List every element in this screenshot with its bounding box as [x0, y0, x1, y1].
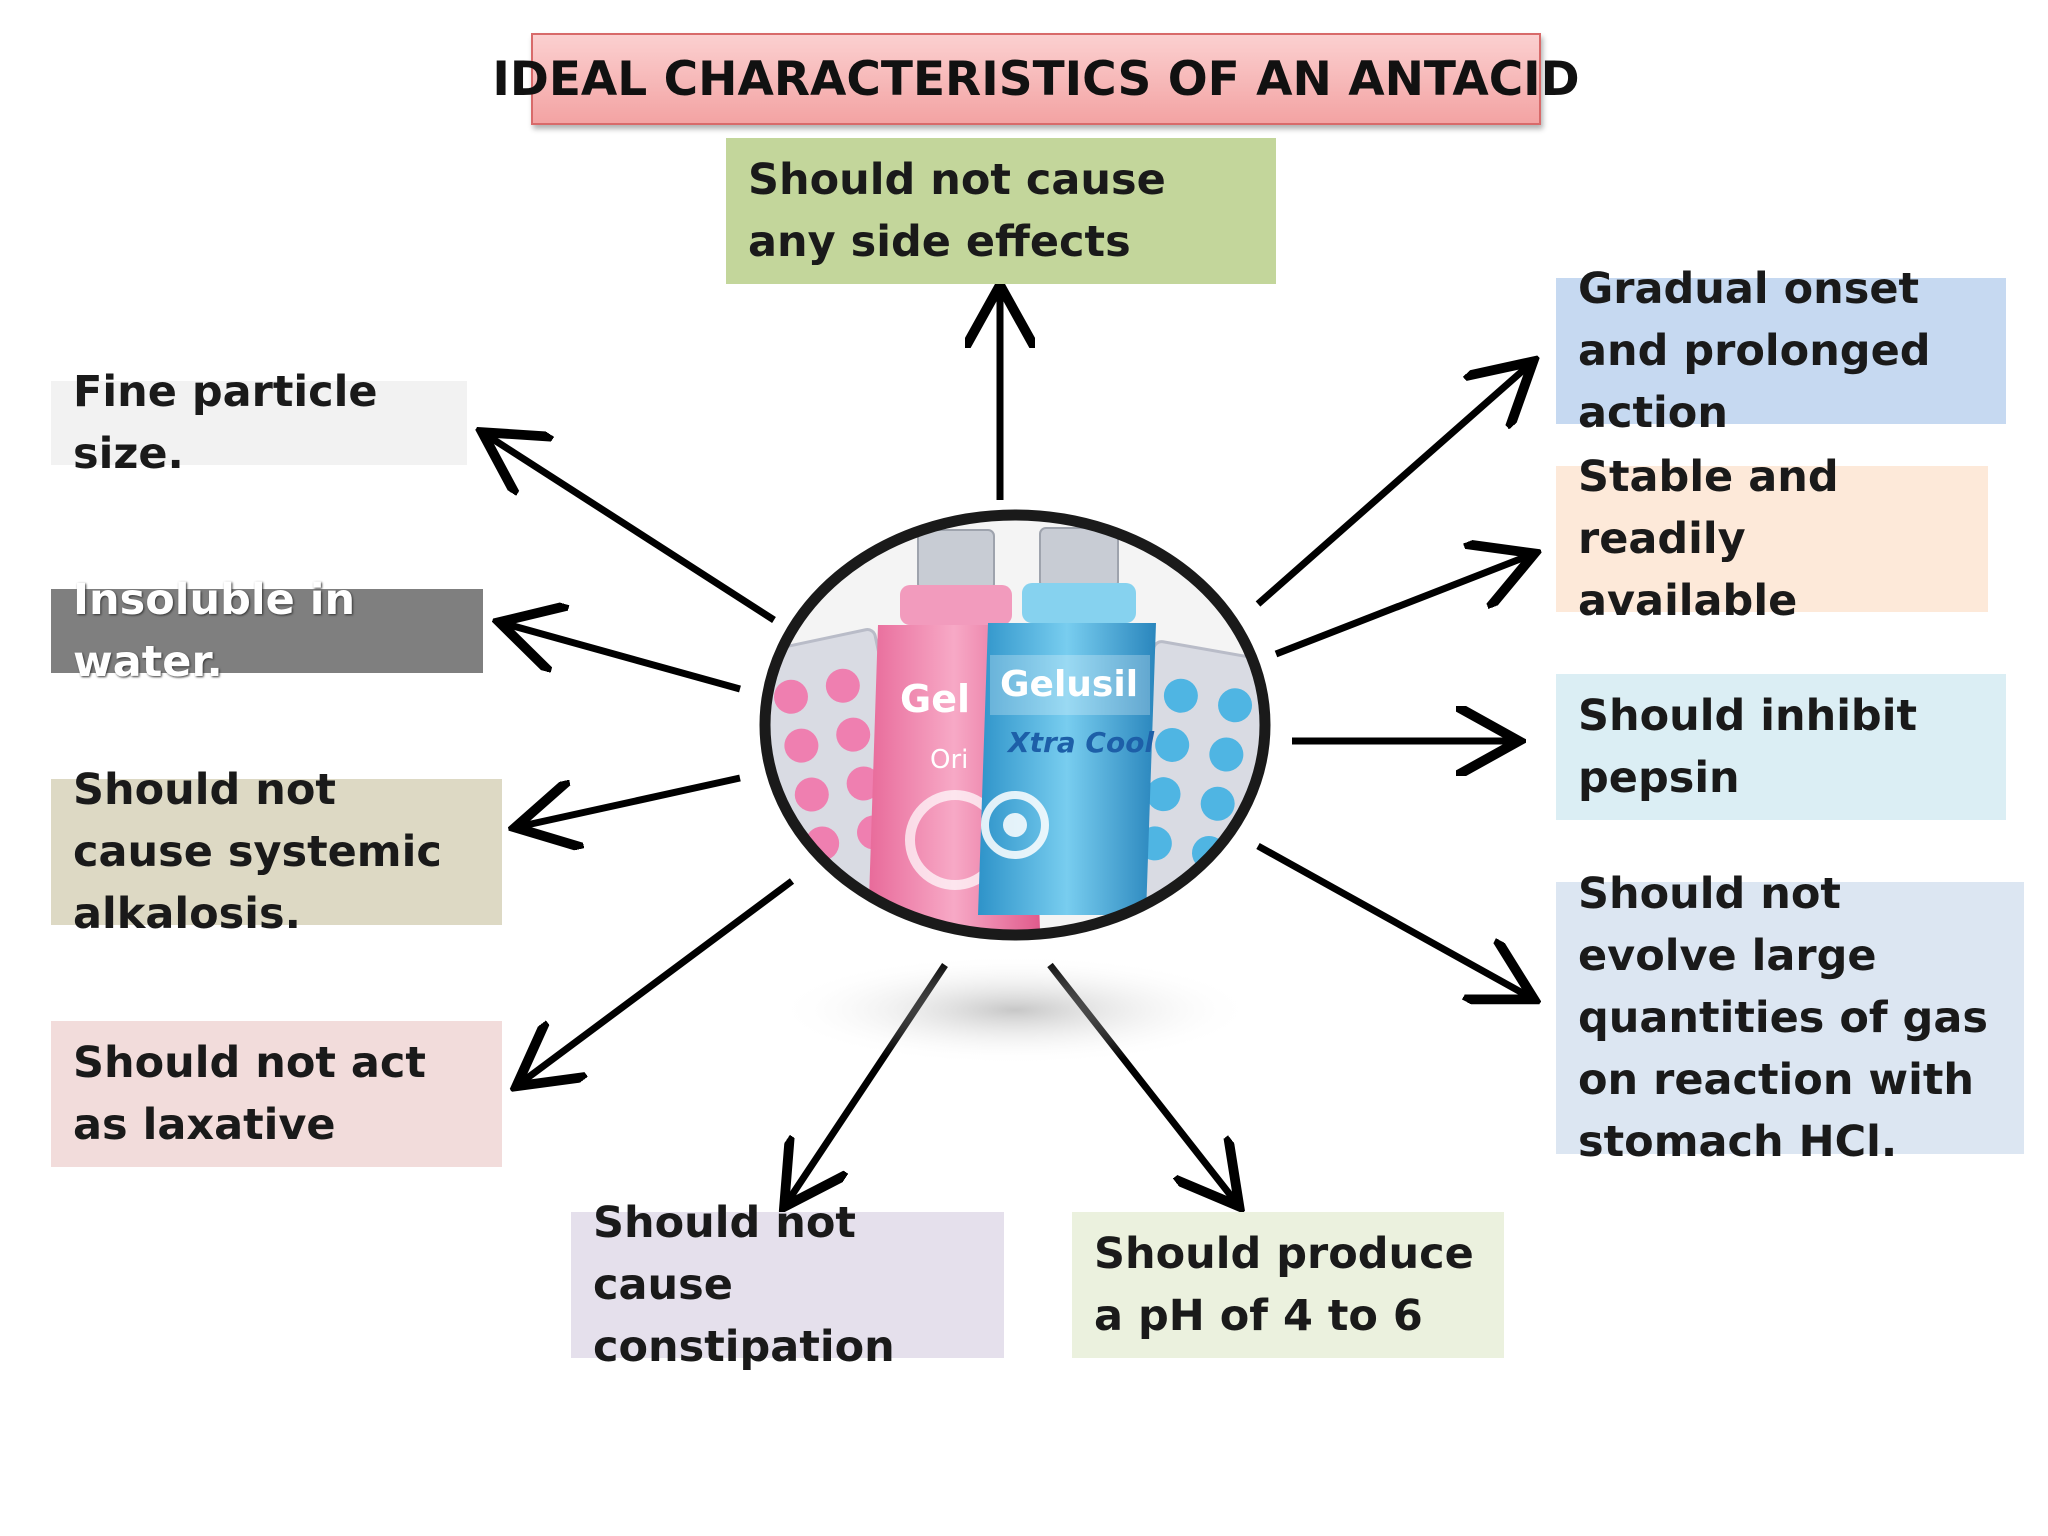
- arrow-insoluble: [506, 624, 741, 693]
- box-no-laxative: Should not act as laxative: [51, 1021, 502, 1167]
- right-bottle-variant: Xtra Cool: [1006, 726, 1154, 759]
- box-no-alkalosis: Should not cause systemic alkalosis.: [51, 765, 502, 939]
- arrow-laxative: [522, 878, 795, 1082]
- arrow-alkalosis: [522, 774, 741, 826]
- arrow-stable: [1274, 556, 1528, 658]
- label-no-constipation: Should not cause constipation: [593, 1198, 895, 1372]
- box-ph: Should produce a pH of 4 to 6: [1072, 1212, 1504, 1358]
- box-no-gas: Should not evolve large quantities of ga…: [1556, 869, 2024, 1167]
- arrow-no-gas: [1256, 842, 1528, 996]
- label-fine-particle: Fine particle size.: [73, 367, 378, 479]
- box-no-constipation: Should not cause constipation: [571, 1198, 1004, 1372]
- box-fine-particle: Fine particle size.: [51, 367, 467, 479]
- box-insoluble: Insoluble in water.: [51, 575, 483, 687]
- label-stable: Stable and readily available: [1578, 452, 1839, 626]
- label-no-alkalosis: Should not cause systemic alkalosis.: [73, 765, 442, 939]
- product-frame-oval: [759, 509, 1271, 941]
- arrow-gradual-onset: [1255, 366, 1528, 607]
- left-bottle-brand: Gel: [900, 677, 970, 721]
- label-insoluble: Insoluble in water.: [73, 575, 356, 687]
- diagram-title: IDEAL CHARACTERISTICS OF AN ANTACID: [492, 33, 1580, 125]
- box-no-side-effects: Should not cause any side effects: [726, 138, 1276, 284]
- blue-bottle: Gelusil Xtra Cool: [978, 527, 1156, 915]
- label-no-side-effects: Should not cause any side effects: [748, 155, 1166, 267]
- right-bottle-brand: Gelusil: [1000, 664, 1138, 705]
- left-bottle-variant: Ori: [930, 745, 968, 775]
- drop-shadow: [775, 955, 1255, 1065]
- box-gradual-onset: Gradual onset and prolonged action: [1556, 264, 2006, 438]
- box-stable: Stable and readily available: [1556, 452, 1988, 626]
- box-inhibit-pepsin: Should inhibit pepsin: [1556, 674, 2006, 820]
- arrow-fine-particle: [488, 436, 776, 623]
- label-no-gas: Should not evolve large quantities of ga…: [1578, 869, 1988, 1167]
- label-ph: Should produce a pH of 4 to 6: [1094, 1229, 1474, 1341]
- label-gradual-onset: Gradual onset and prolonged action: [1578, 264, 1931, 438]
- label-inhibit-pepsin: Should inhibit pepsin: [1578, 691, 1918, 803]
- label-no-laxative: Should not act as laxative: [73, 1038, 426, 1150]
